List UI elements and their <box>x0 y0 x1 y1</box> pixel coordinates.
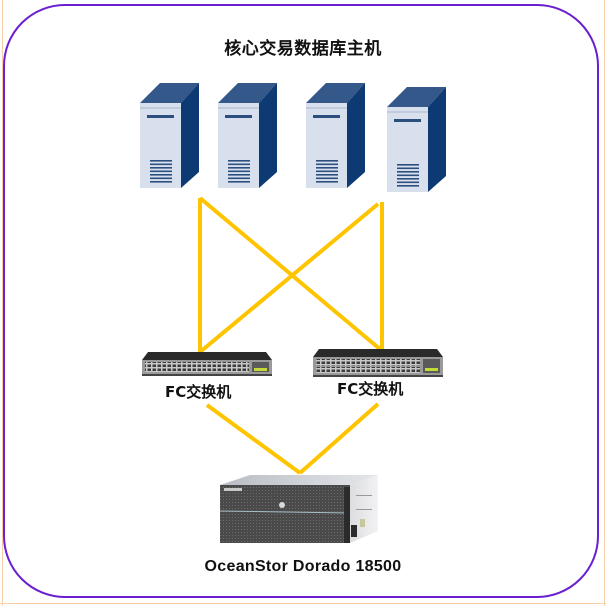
server-2 <box>218 83 277 188</box>
switch-1-label: FC交换机 <box>165 383 232 401</box>
fc-links-upper <box>198 196 384 354</box>
diagram-frame <box>3 4 599 598</box>
fc-switch-2 <box>313 349 443 377</box>
storage-array <box>219 475 378 543</box>
storage-label: OceanStor Dorado 18500 <box>204 558 402 575</box>
link-line <box>298 402 380 475</box>
border-accent-left <box>2 0 3 606</box>
border-accent-bottom <box>0 603 606 604</box>
diagram-title: 核心交易数据库主机 <box>224 39 382 59</box>
fc-links-lower <box>205 402 380 475</box>
switch-2-label: FC交换机 <box>337 380 404 398</box>
server-4 <box>387 87 446 192</box>
link-line <box>198 202 380 354</box>
link-line <box>198 196 383 352</box>
border-accent-right <box>604 0 605 606</box>
server-1 <box>140 83 199 188</box>
fc-switch-1 <box>142 352 272 376</box>
server-3 <box>306 83 365 188</box>
link-line <box>205 403 302 475</box>
